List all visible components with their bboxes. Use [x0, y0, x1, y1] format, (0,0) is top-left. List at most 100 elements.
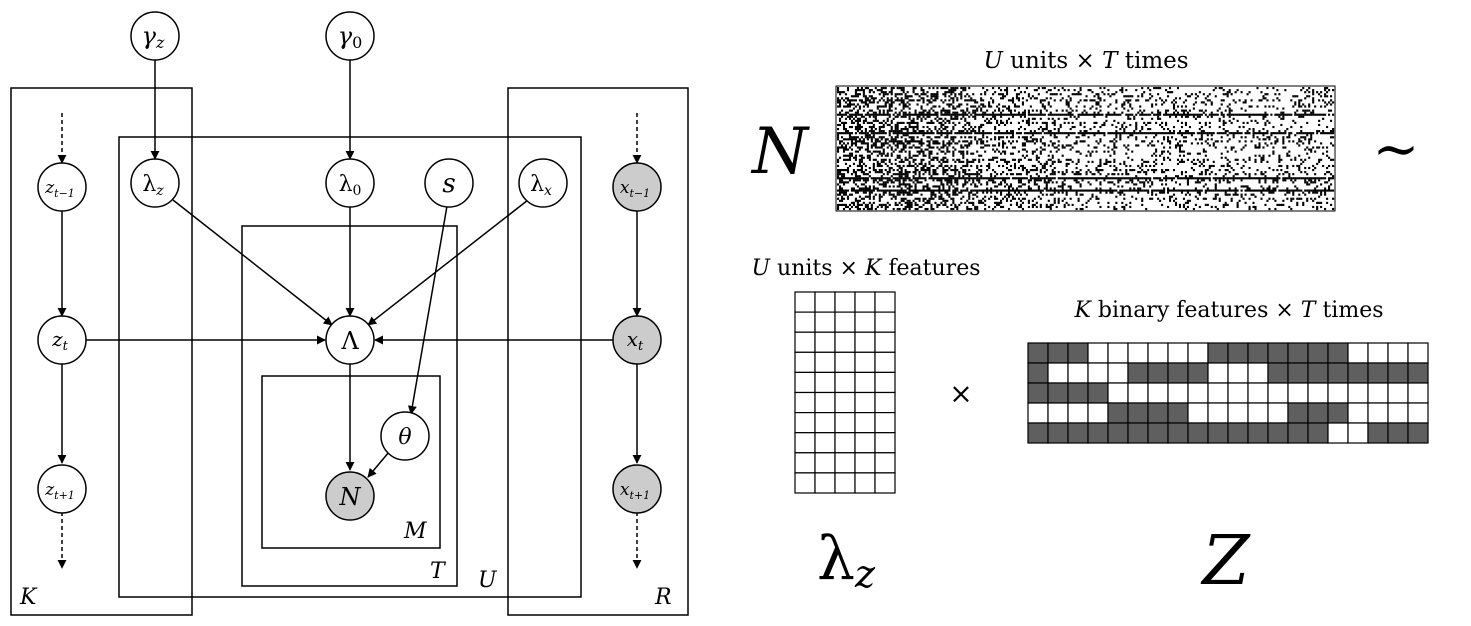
spike-mark [874, 144, 877, 147]
spike-mark [1149, 113, 1152, 116]
spike-mark [1246, 113, 1249, 116]
spike-mark [1049, 187, 1052, 190]
spike-mark [938, 136, 941, 139]
spike-mark [1113, 144, 1116, 147]
spike-mark [868, 101, 871, 104]
binary-cell [1247, 382, 1269, 404]
spike-mark [956, 132, 959, 135]
spike-mark [886, 154, 889, 157]
spike-mark [1107, 111, 1110, 114]
spike-mark [1332, 175, 1335, 178]
spike-mark [920, 113, 923, 116]
spike-mark [1005, 119, 1009, 122]
spike-mark [1298, 169, 1301, 172]
spike-mark [840, 113, 844, 116]
spike-mark [858, 113, 861, 116]
spike-mark [910, 205, 913, 209]
spike-mark [856, 136, 859, 139]
weight-cell [874, 472, 896, 494]
spike-mark [1023, 191, 1026, 194]
spike-mark [960, 95, 963, 98]
spike-mark [900, 99, 903, 102]
spike-mark [1288, 175, 1291, 178]
spike-mark [910, 138, 913, 141]
spike-mark [962, 152, 965, 155]
binary-cell [1347, 422, 1369, 444]
spike-mark [918, 115, 921, 118]
spike-mark [906, 175, 909, 178]
spike-mark [1099, 97, 1102, 100]
spike-mark [998, 177, 1001, 180]
node-N [325, 471, 375, 521]
spike-mark [1172, 193, 1176, 196]
spike-mark [1095, 195, 1098, 198]
spike-mark [848, 105, 852, 108]
spike-mark [870, 97, 873, 100]
spike-mark [890, 146, 893, 149]
spike-mark [1043, 144, 1046, 147]
spike-mark [912, 171, 915, 174]
spike-mark [1065, 109, 1068, 112]
spike-mark [1141, 164, 1144, 168]
spike-mark [1121, 103, 1124, 106]
spike-mark [1178, 144, 1182, 147]
spike-mark [1288, 150, 1291, 153]
spike-mark [848, 132, 852, 135]
spike-mark [860, 142, 863, 145]
spike-mark [1256, 136, 1259, 139]
spike-mark [1254, 177, 1257, 180]
spike-mark [1117, 185, 1120, 188]
spike-mark [942, 109, 945, 112]
label-z-t: zt [51, 327, 69, 354]
spike-mark [1218, 197, 1221, 200]
spike-mark [1061, 189, 1064, 192]
spike-mark [968, 177, 971, 180]
spike-mark [1095, 140, 1098, 143]
spike-mark [1167, 177, 1170, 180]
spike-mark [972, 128, 975, 131]
spike-mark [1103, 150, 1106, 153]
spike-mark [1326, 146, 1329, 149]
spike-mark [934, 171, 937, 174]
spike-mark [898, 185, 901, 188]
spike-mark [958, 203, 961, 206]
spike-mark [924, 169, 927, 172]
spike-mark [870, 128, 873, 131]
spike-mark [968, 123, 971, 127]
spike-mark [964, 123, 967, 127]
spike-mark [1244, 140, 1247, 143]
spike-mark [1151, 144, 1154, 147]
spike-mark [874, 171, 877, 174]
spike-mark [918, 113, 921, 116]
spike-mark [880, 179, 883, 182]
spike-mark [866, 111, 869, 114]
spike-mark [930, 193, 933, 196]
spike-mark [1202, 150, 1205, 153]
spike-mark [1224, 109, 1227, 112]
spike-mark [1013, 166, 1017, 170]
spike-mark [1027, 117, 1030, 120]
node-z-next [37, 464, 87, 514]
spike-mark [848, 154, 852, 157]
spike-mark [1316, 177, 1319, 180]
spike-mark [1298, 140, 1301, 143]
spike-mark [1039, 109, 1042, 112]
spike-mark [848, 136, 852, 139]
spike-mark [1055, 132, 1058, 135]
spike-mark [1071, 189, 1074, 192]
spike-mark [994, 109, 997, 112]
spike-mark [1180, 171, 1184, 174]
spike-mark [938, 179, 941, 182]
spike-mark [1326, 197, 1329, 200]
spike-mark [1125, 171, 1128, 174]
spike-mark [1194, 162, 1197, 165]
spike-mark [1174, 113, 1178, 116]
weight-cell [854, 311, 876, 333]
spike-mark [1093, 177, 1096, 180]
spike-mark [990, 179, 993, 182]
spike-mark [954, 123, 957, 127]
spike-mark [1224, 93, 1227, 96]
spike-mark [844, 144, 848, 147]
spike-mark [1330, 132, 1333, 135]
weight-cell [874, 371, 896, 394]
